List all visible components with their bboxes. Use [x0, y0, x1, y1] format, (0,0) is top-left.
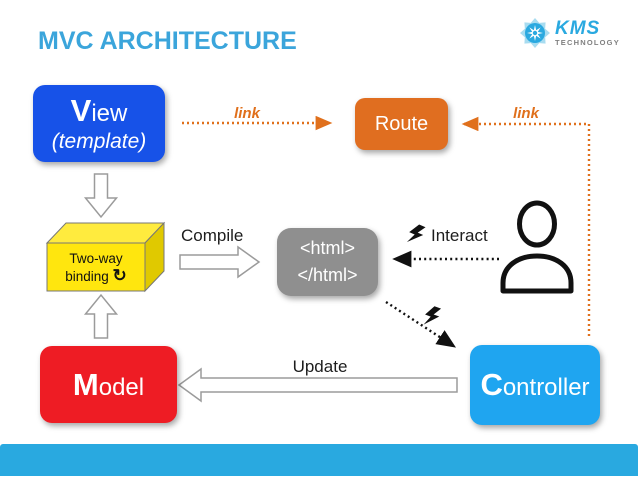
route-label: Route: [374, 112, 429, 135]
interact-label: Interact: [431, 226, 488, 245]
html-box: <html> </html>: [277, 228, 378, 296]
link-arrow-controller-route: [461, 116, 591, 336]
model-box: Model: [40, 346, 177, 423]
html-line2: </html>: [297, 265, 358, 285]
update-label: Update: [292, 357, 348, 376]
view-label: View: [70, 93, 128, 128]
starburst-icon: [520, 18, 550, 48]
lightning-icon: [423, 306, 442, 325]
view-subtitle: (template): [51, 130, 147, 153]
compile-arrow: [179, 245, 261, 279]
compile-label: Compile: [181, 226, 244, 245]
model-label: Model: [72, 366, 145, 402]
update-arrow: [177, 367, 458, 403]
user-icon: [500, 200, 574, 294]
link-label-right: link: [513, 105, 539, 122]
kms-logo: KMS TECHNOLOGY: [518, 14, 620, 52]
footer-bar: [0, 444, 638, 476]
logo-brand: KMS: [555, 17, 601, 39]
binding-label: Two-way binding ↻: [65, 251, 127, 285]
down-arrow-view-binding: [83, 173, 119, 219]
controller-label: Controller: [480, 367, 590, 402]
arrow-html-controller: [385, 300, 457, 348]
up-arrow-model-binding: [83, 293, 119, 339]
refresh-icon: ↻: [112, 266, 127, 285]
route-box: Route: [355, 98, 448, 150]
page-title: MVC ARCHITECTURE: [38, 27, 297, 55]
logo-subtitle: TECHNOLOGY: [555, 37, 620, 47]
link-label-left: link: [234, 105, 260, 122]
binding-box: [45, 221, 166, 293]
view-box: View (template): [33, 85, 165, 162]
lightning-icon: [406, 224, 426, 243]
controller-box: Controller: [470, 345, 600, 425]
html-line1: <html>: [299, 238, 356, 258]
